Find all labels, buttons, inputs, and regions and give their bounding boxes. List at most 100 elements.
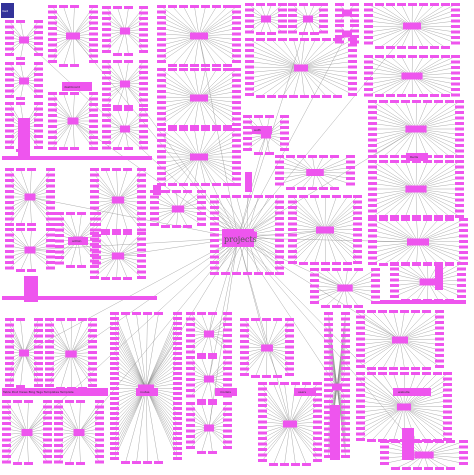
leaf-node[interactable] (137, 248, 146, 252)
leaf-node[interactable] (353, 250, 362, 253)
leaf-node[interactable] (45, 356, 54, 360)
leaf-node[interactable] (186, 394, 195, 398)
leaf-node[interactable] (441, 55, 450, 58)
leaf-node[interactable] (275, 166, 284, 169)
leaf-node[interactable] (451, 14, 460, 17)
leaf-node[interactable] (258, 453, 267, 457)
leaf-node[interactable] (27, 269, 36, 272)
leaf-node[interactable] (412, 100, 421, 103)
leaf-node[interactable] (90, 190, 99, 193)
leaf-node[interactable] (368, 251, 377, 254)
leaf-node[interactable] (275, 155, 284, 158)
leaf-node[interactable] (288, 250, 297, 253)
leaf-node[interactable] (364, 14, 373, 17)
leaf-node[interactable] (310, 301, 319, 304)
leaf-node[interactable] (368, 234, 377, 238)
leaf-node[interactable] (13, 400, 22, 403)
leaf-node[interactable] (95, 411, 104, 414)
leaf-node[interactable] (90, 206, 99, 210)
leaf-node[interactable] (210, 233, 219, 237)
leaf-node[interactable] (5, 212, 14, 215)
leaf-node[interactable] (319, 14, 328, 17)
leaf-node[interactable] (5, 261, 14, 264)
hub-node[interactable] (119, 125, 131, 133)
leaf-node[interactable] (313, 448, 322, 451)
leaf-node[interactable] (101, 232, 110, 235)
leaf-node[interactable] (34, 135, 43, 138)
leaf-node[interactable] (54, 411, 63, 414)
leaf-node[interactable] (55, 212, 64, 215)
leaf-node[interactable] (2, 427, 11, 431)
leaf-node[interactable] (435, 343, 444, 346)
leaf-node[interactable] (223, 68, 232, 71)
leaf-node[interactable] (285, 340, 294, 343)
leaf-node[interactable] (389, 372, 398, 375)
hub-node[interactable] (190, 32, 208, 40)
leaf-node[interactable] (173, 407, 182, 410)
leaf-node[interactable] (45, 334, 54, 338)
leaf-node[interactable] (232, 195, 241, 198)
vertical-bar[interactable] (153, 185, 161, 195)
leaf-node[interactable] (258, 426, 267, 429)
leaf-node[interactable] (343, 262, 352, 265)
leaf-node[interactable] (186, 435, 195, 438)
leaf-node[interactable] (348, 54, 357, 58)
leaf-node[interactable] (356, 399, 365, 403)
leaf-node[interactable] (232, 49, 241, 52)
leaf-node[interactable] (240, 367, 249, 371)
leaf-node[interactable] (443, 438, 452, 441)
leaf-node[interactable] (350, 8, 359, 12)
leaf-node[interactable] (353, 222, 362, 226)
leaf-node[interactable] (356, 416, 365, 419)
leaf-node[interactable] (110, 337, 119, 340)
leaf-node[interactable] (348, 71, 357, 74)
leaf-node[interactable] (232, 5, 241, 8)
leaf-node[interactable] (353, 217, 362, 220)
leaf-node[interactable] (400, 367, 409, 370)
leaf-node[interactable] (335, 19, 344, 23)
leaf-node[interactable] (5, 239, 14, 242)
leaf-node[interactable] (353, 206, 362, 209)
leaf-node[interactable] (332, 195, 341, 198)
hub-node[interactable] (407, 238, 429, 246)
leaf-node[interactable] (5, 42, 14, 45)
leaf-node[interactable] (89, 27, 98, 30)
leaf-node[interactable] (423, 100, 432, 103)
leaf-node[interactable] (139, 98, 148, 102)
leaf-node[interactable] (254, 152, 263, 155)
leaf-node[interactable] (356, 388, 365, 392)
leaf-node[interactable] (350, 24, 359, 27)
leaf-node[interactable] (390, 289, 399, 293)
leaf-node[interactable] (76, 400, 85, 403)
leaf-node[interactable] (455, 193, 464, 196)
leaf-node[interactable] (110, 422, 119, 425)
leaf-node[interactable] (401, 160, 410, 163)
leaf-node[interactable] (368, 127, 377, 131)
leaf-node[interactable] (92, 223, 101, 226)
leaf-node[interactable] (451, 30, 460, 34)
leaf-node[interactable] (186, 345, 195, 348)
leaf-node[interactable] (137, 173, 146, 177)
leaf-node[interactable] (110, 357, 119, 360)
leaf-node[interactable] (245, 49, 254, 52)
leaf-node[interactable] (455, 105, 464, 109)
leaf-node[interactable] (124, 108, 133, 111)
leaf-node[interactable] (368, 229, 377, 232)
leaf-node[interactable] (459, 218, 468, 221)
leaf-node[interactable] (341, 427, 350, 431)
leaf-node[interactable] (34, 378, 43, 382)
leaf-node[interactable] (89, 32, 98, 36)
leaf-node[interactable] (95, 433, 104, 436)
leaf-node[interactable] (350, 29, 359, 33)
leaf-node[interactable] (368, 155, 377, 158)
hub-node[interactable] (306, 169, 324, 176)
leaf-node[interactable] (137, 168, 146, 171)
leaf-node[interactable] (380, 456, 389, 460)
leaf-node[interactable] (45, 340, 54, 343)
leaf-node[interactable] (137, 259, 146, 263)
leaf-node[interactable] (223, 446, 232, 449)
leaf-node[interactable] (88, 318, 97, 321)
leaf-node[interactable] (356, 421, 365, 425)
leaf-node[interactable] (201, 64, 210, 67)
leaf-node[interactable] (341, 394, 350, 398)
